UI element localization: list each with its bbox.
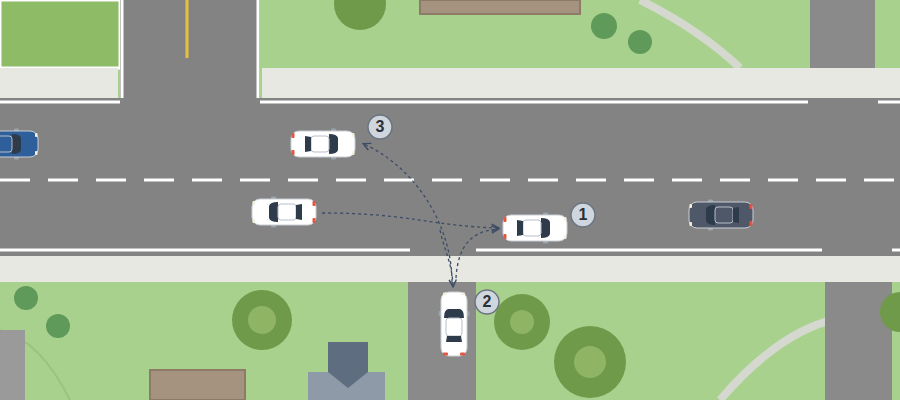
car [0,129,38,160]
path-arrow [322,213,498,228]
center-line [186,0,189,58]
path-arrow [364,144,452,282]
tree [880,292,900,332]
edge-line [892,249,900,252]
car [252,197,316,228]
tree [510,310,534,334]
driveway [810,0,875,68]
lot [0,0,120,68]
path [640,0,740,68]
car [291,129,355,160]
tree [494,294,550,350]
callout-number: 3 [376,119,385,135]
path-arrow [440,230,453,286]
callout-circle [571,203,595,227]
side-street [120,0,260,100]
car [439,292,470,356]
edge-line [0,249,410,252]
house-roof [328,342,368,388]
shrub [591,13,617,39]
house-roof [0,330,25,400]
sidewalk [0,256,900,282]
sidewalk [262,68,900,98]
main-road [0,98,900,256]
tree [574,346,606,378]
callout-number: 1 [579,207,588,223]
path-arrow [456,229,498,278]
lane-dashes [0,179,900,182]
house-roof [150,370,245,400]
edge-line [121,0,124,100]
driveway [825,282,892,400]
edge-line [878,101,900,104]
edge-line [257,0,260,100]
tree [248,306,276,334]
car [689,200,753,231]
house-roof [420,0,580,14]
callout-number: 2 [483,294,492,310]
edge-line [476,249,822,252]
tree [334,0,386,30]
edge-line [260,101,808,104]
shrub [14,286,38,310]
sidewalk [0,68,118,98]
car [503,213,567,244]
driveway [408,282,476,400]
tree [554,326,626,398]
path [720,318,840,400]
shrub [46,314,70,338]
edge-line [0,101,120,104]
lawn-edge [0,330,70,400]
shrub [628,30,652,54]
callout-circle [368,115,392,139]
tree [232,290,292,350]
callout-circle [475,290,499,314]
